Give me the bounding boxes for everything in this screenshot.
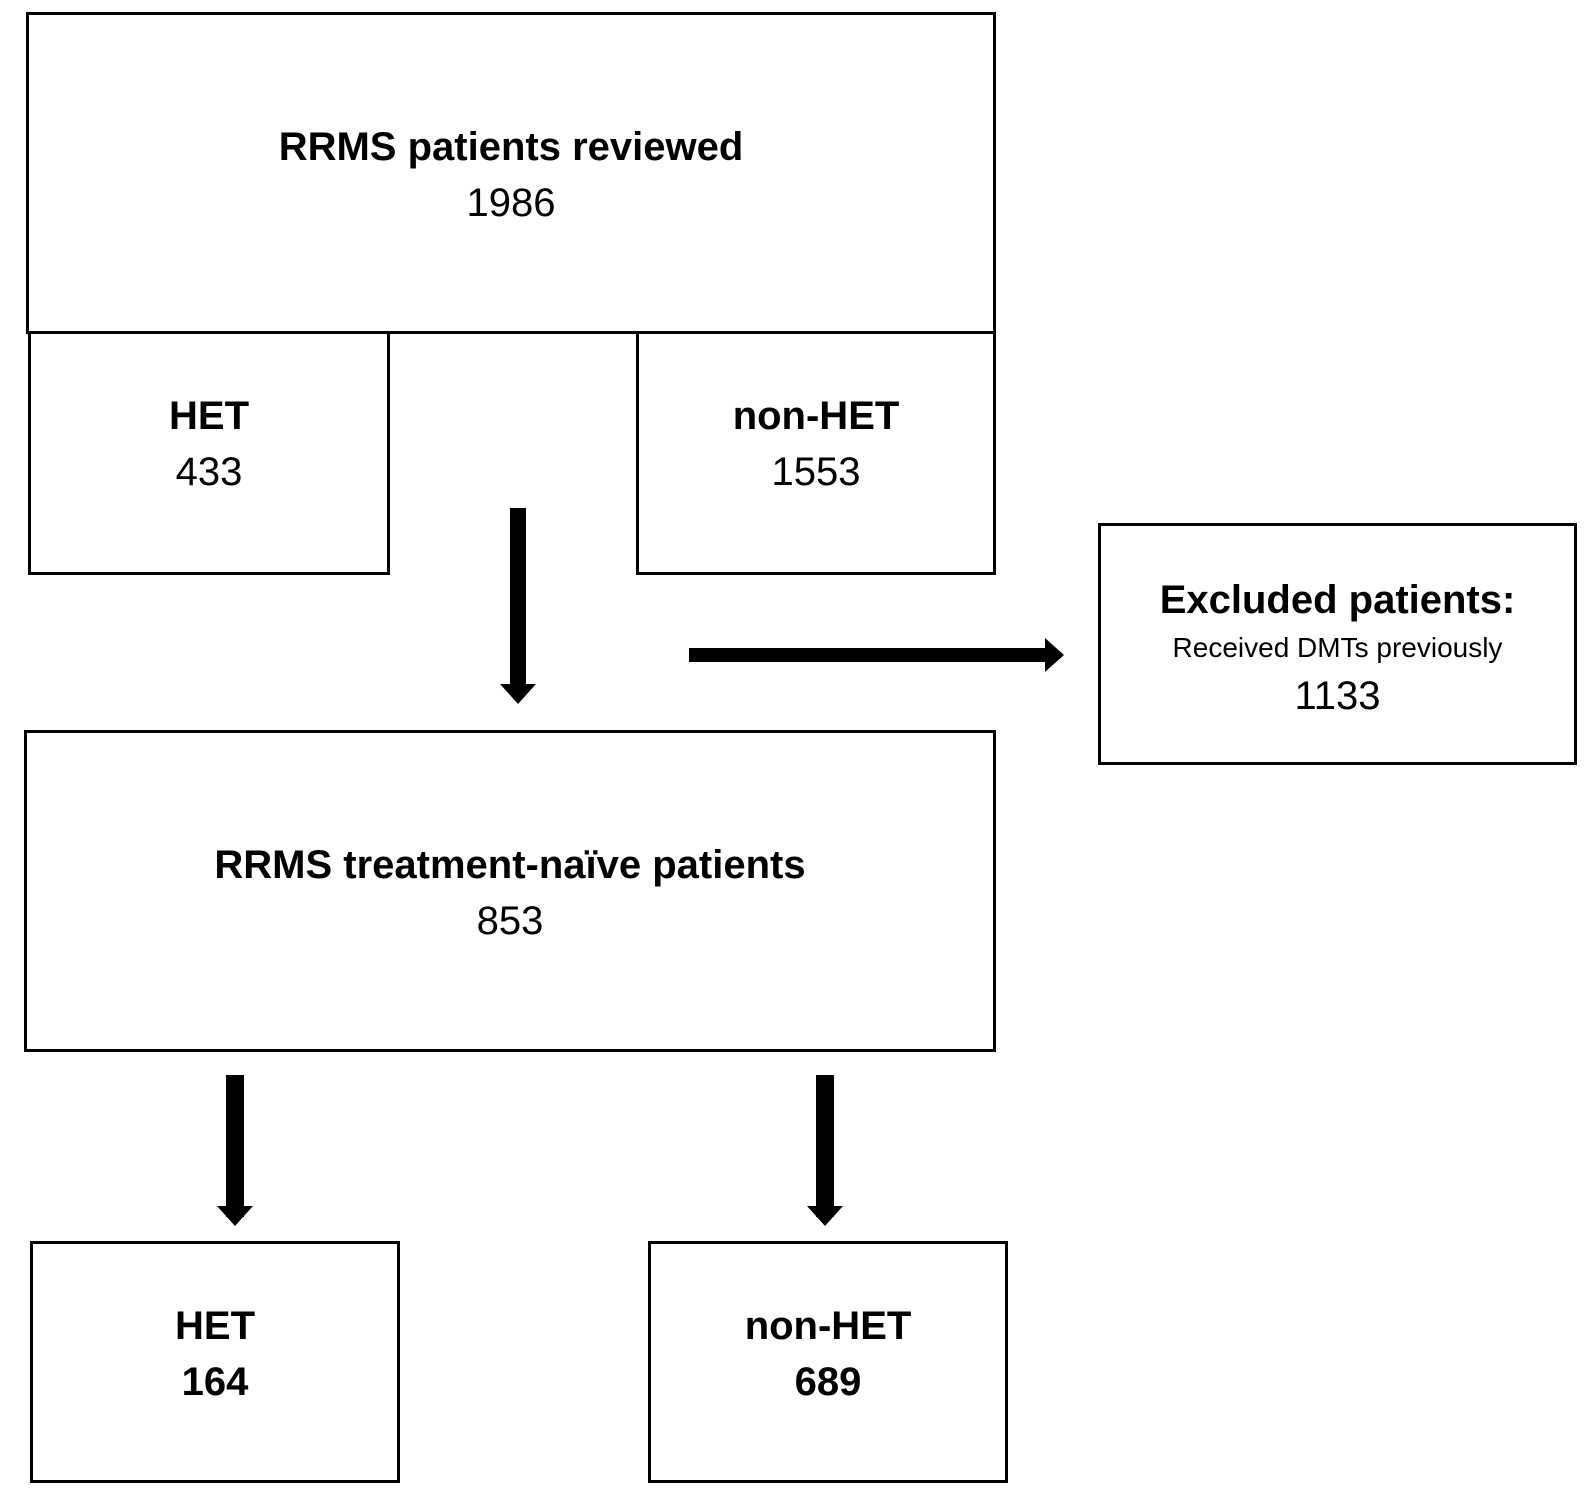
nonhet-initial-count: 1553 xyxy=(771,450,861,494)
het-initial-title: HET xyxy=(169,394,249,438)
nonhet-initial-box: non-HET 1553 xyxy=(636,331,996,575)
nonhet-final-count: 689 xyxy=(794,1360,862,1404)
down-arrow-to-het-final xyxy=(217,1075,253,1226)
reviewed-patients-count: 1986 xyxy=(466,181,556,225)
het-final-box: HET 164 xyxy=(30,1241,400,1483)
nonhet-initial-title: non-HET xyxy=(732,394,900,438)
excluded-patients-count: 1133 xyxy=(1294,674,1381,718)
right-arrow-to-excluded xyxy=(689,638,1064,672)
treatment-naive-title: RRMS treatment-naïve patients xyxy=(214,843,806,887)
excluded-patients-reason: Received DMTs previously xyxy=(1172,632,1503,663)
het-initial-count: 433 xyxy=(175,450,243,494)
down-arrow-to-naive xyxy=(500,508,536,704)
nonhet-final-box: non-HET 689 xyxy=(648,1241,1008,1483)
het-initial-box: HET 433 xyxy=(28,331,390,575)
excluded-patients-title: Excluded patients: xyxy=(1159,578,1516,622)
reviewed-patients-title: RRMS patients reviewed xyxy=(278,125,744,169)
reviewed-patients-box: RRMS patients reviewed 1986 xyxy=(26,12,996,334)
excluded-patients-box: Excluded patients: Received DMTs previou… xyxy=(1098,523,1577,765)
treatment-naive-box: RRMS treatment-naïve patients 853 xyxy=(24,730,996,1052)
het-final-count: 164 xyxy=(181,1360,249,1404)
down-arrow-to-nonhet-final xyxy=(807,1075,843,1226)
het-final-title: HET xyxy=(175,1304,255,1348)
nonhet-final-title: non-HET xyxy=(744,1304,912,1348)
treatment-naive-count: 853 xyxy=(476,899,544,943)
